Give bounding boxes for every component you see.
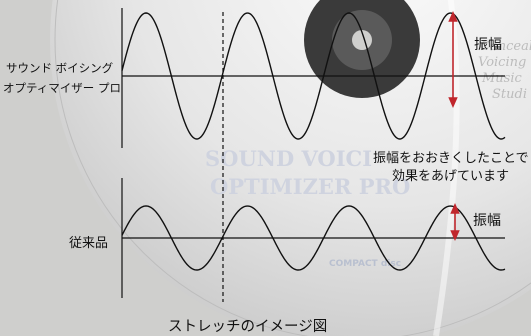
upper-sine-wave [121, 12, 506, 140]
lower-sine-wave [121, 205, 506, 271]
cd-disc [50, 0, 531, 336]
conventional-product-label: 従来品 [69, 236, 109, 251]
amplitude-label-bottom: 振幅 [473, 213, 501, 229]
amplitude-arrow-top-head-up [448, 11, 458, 22]
cd-hole [352, 30, 372, 50]
amplitude-arrow-top-head-down [448, 97, 458, 108]
annotation-line2: 効果をあげています [392, 169, 510, 184]
compact-disc-logo: COMPACT disc [329, 259, 401, 269]
annotation-line1: 振幅をおおきくしたことで [373, 151, 529, 166]
amplitude-label-top: 振幅 [474, 37, 502, 53]
disc-text-2: Voicing [478, 55, 526, 70]
disc-text-1: Conceal [480, 39, 531, 54]
product-label-line2: オプティマイザー プロ [3, 81, 121, 95]
disc-text-3: Music [481, 71, 523, 86]
disc-title-line1: SOUND VOICI [205, 146, 372, 171]
amplitude-arrow-bottom-head-down [450, 230, 460, 241]
product-label-line1: サウンド ボイシング [6, 61, 114, 75]
diagram-caption: ストレッチのイメージ図 [168, 319, 328, 335]
amplitude-arrow-bottom-head-up [450, 203, 460, 214]
cd-disc-rim [54, 0, 531, 336]
disc-title-line2: OPTIMIZER PRO [210, 174, 410, 199]
disc-text-4: Studi [492, 87, 527, 102]
